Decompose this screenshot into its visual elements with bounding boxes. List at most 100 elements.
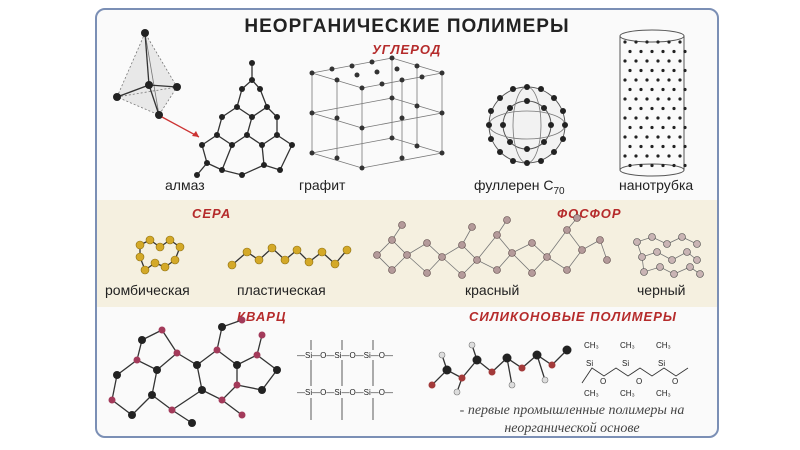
nanotube-atom (683, 87, 687, 92)
nanotube-atom (650, 106, 654, 111)
nanotube-atom (645, 97, 649, 101)
nanotube-atom (661, 68, 665, 73)
nanotube-atom (623, 154, 627, 158)
nanotube-atom (683, 106, 687, 111)
nanotube-atom (656, 59, 660, 63)
nanotube-atom (683, 144, 687, 149)
nanotube-atom (672, 49, 676, 54)
nanotube-atom (628, 125, 632, 130)
nanotube-atom (623, 135, 627, 139)
footnote-line2: неорганической основе (504, 421, 640, 436)
silicone-formula: Si O Si O Si O CH₃ CH₃ CH₃ CH₃ CH₃ CH₃ (581, 341, 689, 398)
nanotube-atom (661, 49, 665, 54)
svg-text:Si: Si (586, 359, 593, 368)
label-fullerene: фуллерен C70 (474, 177, 565, 197)
nanotube-atom (683, 125, 687, 130)
nanotube-atom (628, 49, 632, 54)
nanotube-atom (683, 68, 687, 73)
nanotube-atom (634, 78, 638, 82)
nanotube-atom (623, 78, 627, 82)
nanotube-atom (667, 97, 671, 101)
silicone-structure (428, 341, 572, 396)
nanotube-atom (645, 40, 649, 44)
black-phosphorus-structure (633, 233, 704, 278)
nanotube-atom (639, 106, 643, 111)
label-diamond: алмаз (165, 177, 205, 193)
red-phosphorus-structure (373, 214, 611, 279)
nanotube-atom (623, 97, 627, 101)
nanotube-atom (645, 116, 649, 120)
nanotube-atom (672, 144, 676, 149)
nanotube-atom (634, 97, 638, 101)
nanotube-atom (678, 97, 682, 101)
silicone-ch3-2: CH₃ (620, 341, 635, 350)
nanotube-atom (623, 116, 627, 120)
quartz-formula-row2: —Si—O—Si—O—Si—O— (297, 388, 393, 397)
nanotube-structure (619, 29, 687, 177)
nanotube-atom (628, 106, 632, 111)
nanotube-atom (634, 40, 638, 44)
nanotube-atom (639, 163, 643, 168)
nanotube-atom (634, 59, 638, 63)
nanotube-atom (639, 87, 643, 92)
nanotube-atom (667, 135, 671, 139)
nanotube-atom (650, 49, 654, 54)
svg-text:O: O (636, 377, 642, 386)
nanotube-atom (667, 40, 671, 44)
label-rhombic: ромбическая (105, 282, 190, 298)
section-phosphorus: ФОСФОР (557, 206, 622, 221)
nanotube-atom (672, 68, 676, 73)
nanotube-atom (628, 68, 632, 73)
section-sulfur: СЕРА (192, 206, 232, 221)
fullerene-structure (486, 84, 568, 166)
nanotube-atom (650, 163, 654, 168)
rhombic-sulfur-structure (135, 235, 185, 275)
nanotube-atom (650, 68, 654, 73)
diamond-structure (194, 60, 295, 178)
nanotube-atom (639, 68, 643, 73)
nanotube-atom (656, 97, 660, 101)
nanotube-atom (645, 135, 649, 139)
nanotube-atom (656, 40, 660, 44)
nanotube-atom (661, 106, 665, 111)
nanotube-atom (672, 125, 676, 130)
nanotube-atom (634, 135, 638, 139)
plastic-sulfur-structure (227, 243, 352, 270)
nanotube-atom (628, 144, 632, 149)
nanotube-atom (656, 154, 660, 158)
nanotube-atom (667, 59, 671, 63)
nanotube-atom (656, 135, 660, 139)
nanotube-atom (661, 87, 665, 92)
nanotube-atom (672, 106, 676, 111)
nanotube-atom (650, 87, 654, 92)
nanotube-atom (678, 116, 682, 120)
nanotube-atom (650, 144, 654, 149)
silicone-ch3-6: CH₃ (656, 389, 671, 398)
nanotube-atom (628, 163, 632, 168)
nanotube-atom (683, 163, 687, 168)
nanotube-atom (623, 40, 627, 44)
nanotube-atom (667, 116, 671, 120)
nanotube-atom (645, 78, 649, 82)
nanotube-atom (661, 144, 665, 149)
nanotube-atom (639, 125, 643, 130)
nanotube-atom (645, 59, 649, 63)
label-nanotube: нанотрубка (619, 177, 694, 193)
footnote: - первые промышленные полимеры на неорга… (427, 402, 717, 436)
section-quartz: КВАРЦ (237, 309, 287, 324)
svg-text:O: O (600, 377, 606, 386)
label-plastic: пластическая (237, 282, 326, 298)
nanotube-atom (667, 154, 671, 158)
svg-text:Si: Si (658, 359, 665, 368)
nanotube-atom (628, 87, 632, 92)
tetrahedron-diagram (113, 29, 200, 138)
label-red: красный (465, 282, 520, 298)
nanotube-atom (678, 154, 682, 158)
label-fullerene-text: фуллерен C (474, 177, 554, 193)
nanotube-atom (672, 87, 676, 92)
nanotube-atom (672, 163, 676, 168)
section-silicone: СИЛИКОНОВЫЕ ПОЛИМЕРЫ (469, 309, 677, 324)
quartz-formula: —Si—O—Si—O—Si—O— —Si—O—Si—O—Si—O— (297, 340, 393, 420)
nanotube-atom (634, 116, 638, 120)
graphite-structure (309, 55, 445, 171)
